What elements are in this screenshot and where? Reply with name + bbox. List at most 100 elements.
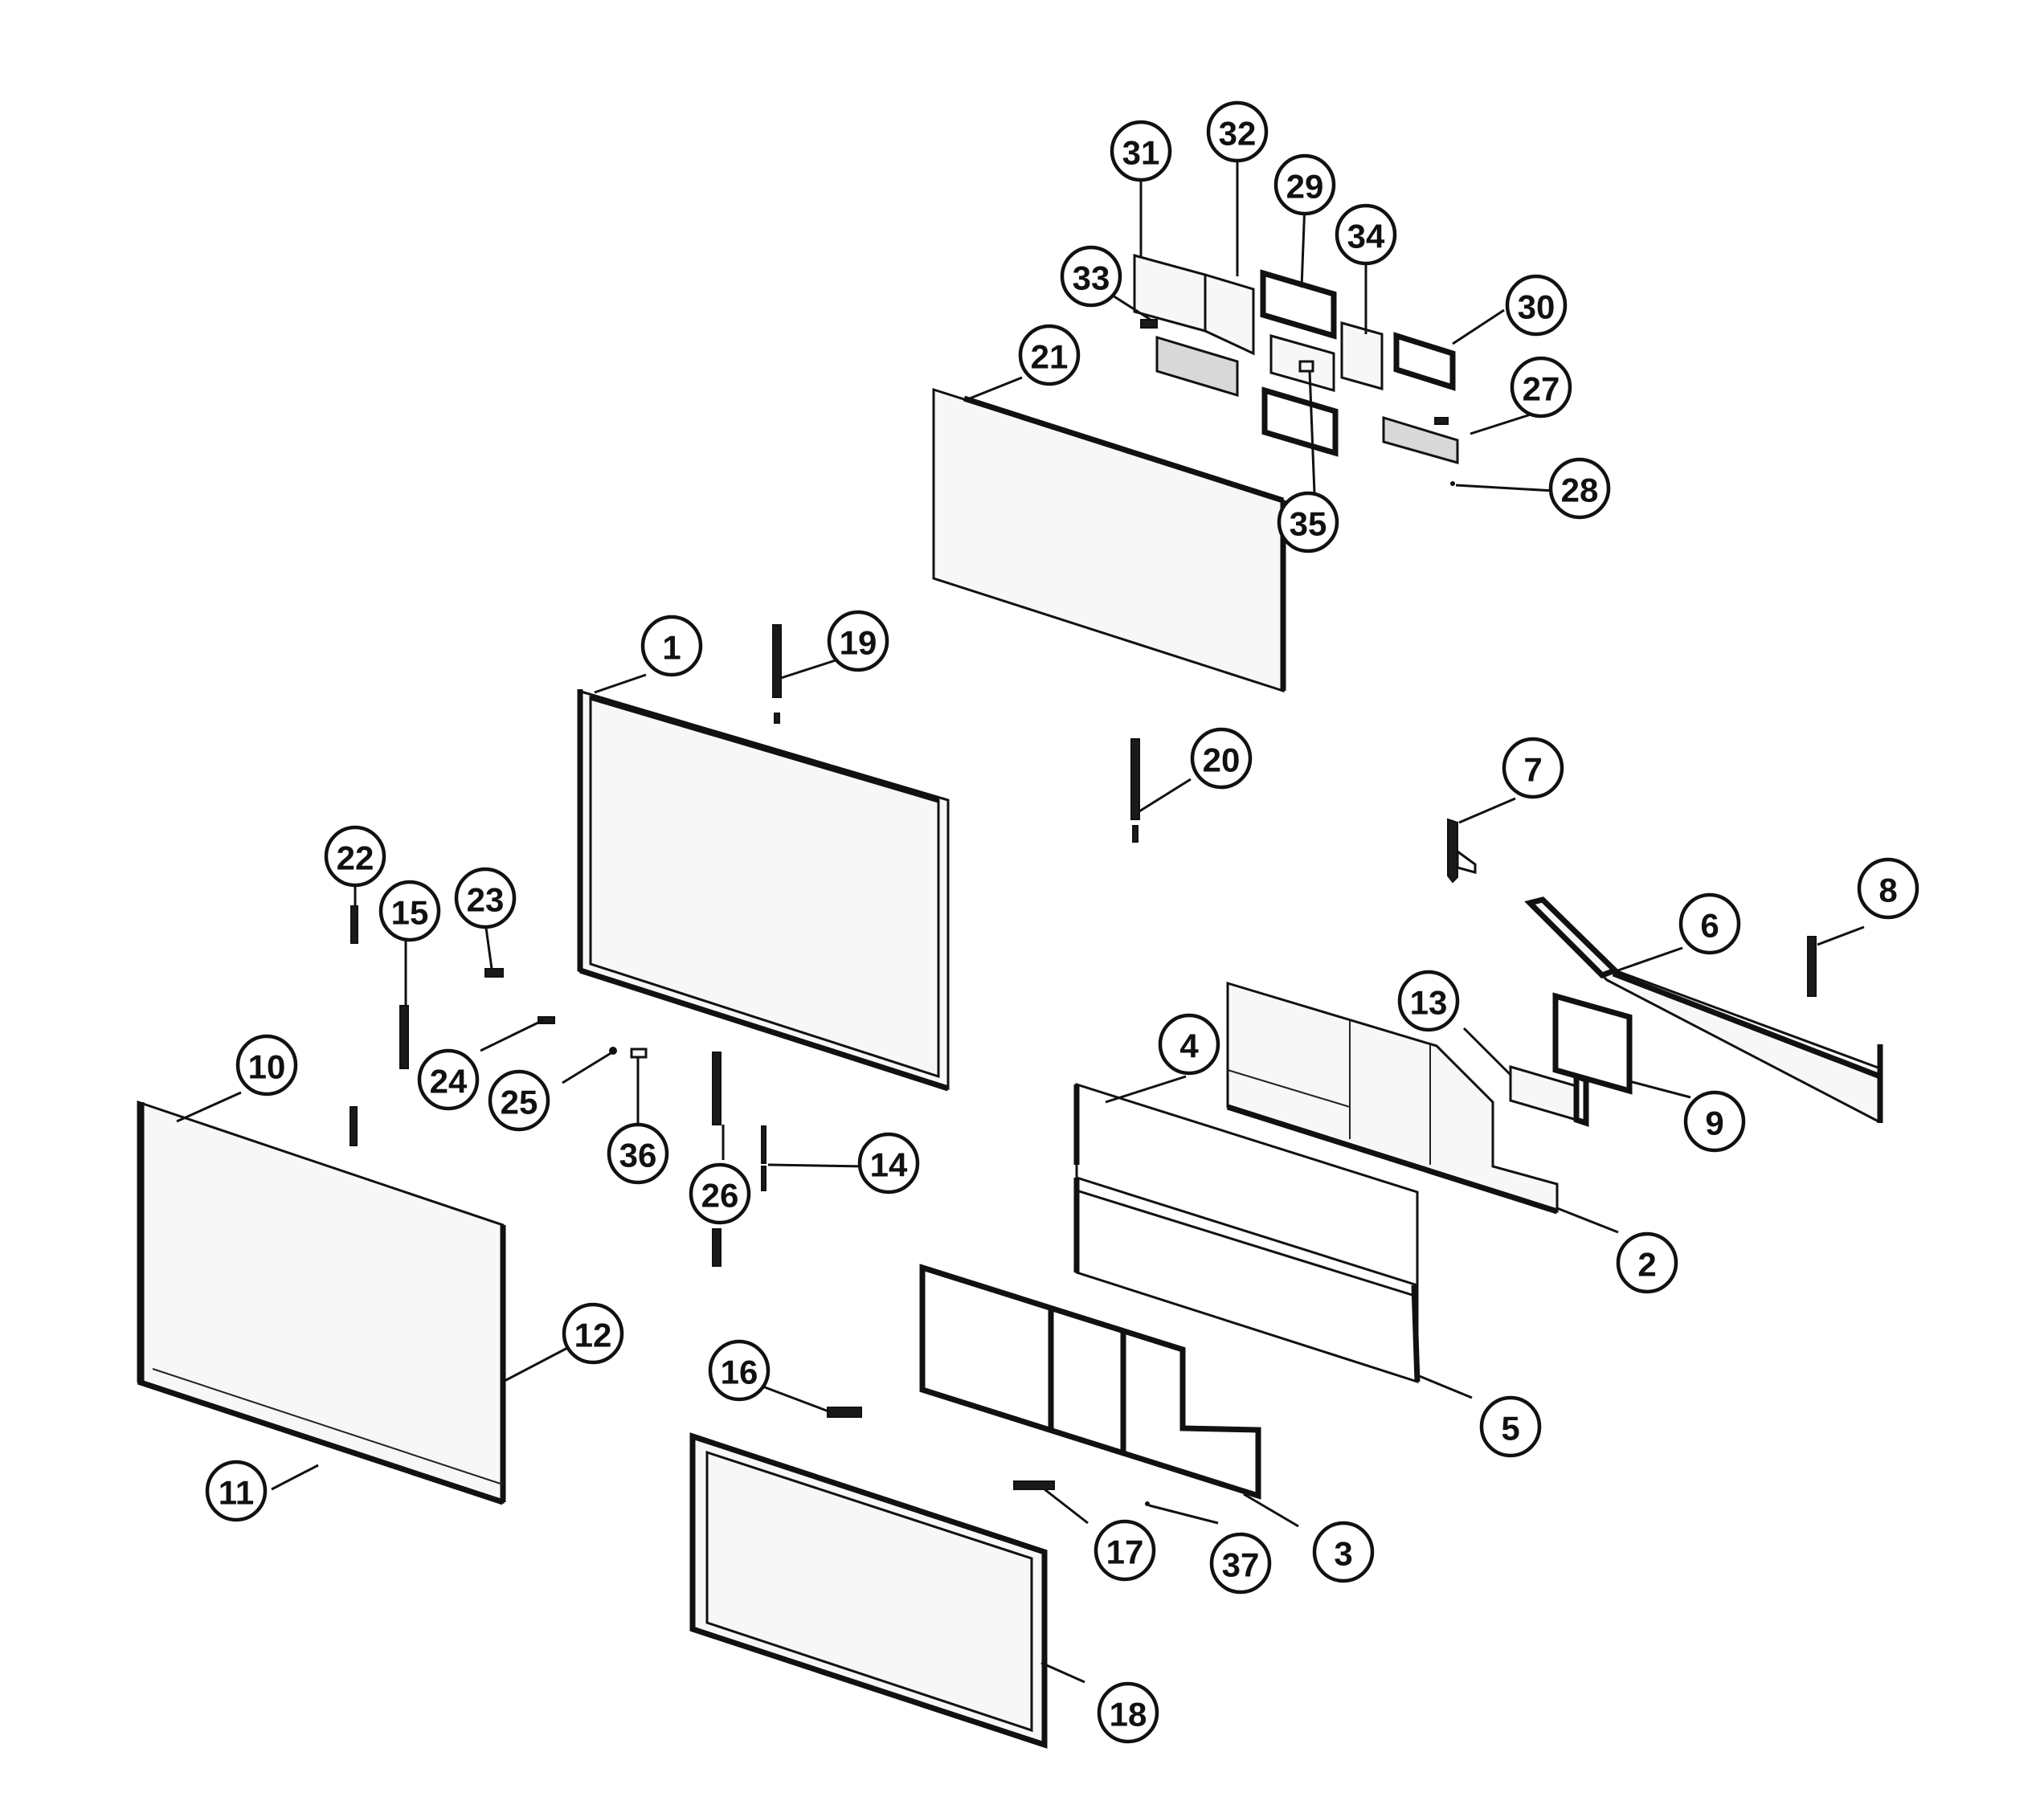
part-36-bracket bbox=[630, 1048, 648, 1059]
svg-text:34: 34 bbox=[1347, 218, 1385, 255]
part-13-board bbox=[1509, 1064, 1589, 1127]
callout-8: 8 bbox=[1857, 857, 1919, 920]
svg-text:7: 7 bbox=[1523, 751, 1542, 789]
part-37-screw bbox=[1145, 1501, 1150, 1506]
part-27-board bbox=[1382, 415, 1459, 464]
svg-text:16: 16 bbox=[721, 1354, 758, 1391]
callout-7: 7 bbox=[1502, 737, 1564, 799]
part-20-strip bbox=[1130, 738, 1140, 843]
part-30-frame bbox=[1393, 332, 1456, 391]
callout-3: 3 bbox=[1312, 1521, 1375, 1583]
part-19-strip bbox=[772, 624, 782, 724]
svg-text:37: 37 bbox=[1222, 1546, 1260, 1584]
callout-13: 13 bbox=[1397, 970, 1460, 1032]
part-35-board bbox=[1269, 334, 1335, 392]
callout-6: 6 bbox=[1678, 892, 1741, 955]
svg-text:12: 12 bbox=[574, 1317, 612, 1354]
callout-4: 4 bbox=[1158, 1013, 1220, 1076]
part-24-cable bbox=[538, 1016, 555, 1024]
callout-24: 24 bbox=[417, 1048, 480, 1111]
part-17-clip bbox=[1013, 1480, 1055, 1490]
svg-text:17: 17 bbox=[1106, 1534, 1144, 1571]
callout-32: 32 bbox=[1206, 100, 1269, 163]
callout-33: 33 bbox=[1060, 245, 1122, 308]
svg-text:32: 32 bbox=[1219, 115, 1257, 153]
callout-34: 34 bbox=[1335, 203, 1397, 266]
callout-36: 36 bbox=[607, 1122, 669, 1185]
callout-25: 25 bbox=[488, 1069, 550, 1132]
svg-text:13: 13 bbox=[1410, 984, 1448, 1022]
callout-17: 17 bbox=[1094, 1519, 1156, 1582]
callout-1: 1 bbox=[640, 615, 703, 677]
callout-22: 22 bbox=[324, 825, 386, 888]
part-frame-lower bbox=[1261, 386, 1339, 457]
callout-14: 14 bbox=[857, 1132, 920, 1195]
part-23-clip bbox=[484, 968, 504, 978]
svg-text:10: 10 bbox=[248, 1048, 286, 1086]
svg-text:26: 26 bbox=[701, 1177, 739, 1215]
svg-text:21: 21 bbox=[1031, 338, 1069, 376]
part-29-frame bbox=[1260, 269, 1337, 340]
part-9-frame bbox=[1552, 992, 1633, 1095]
svg-text:14: 14 bbox=[870, 1146, 908, 1184]
svg-text:6: 6 bbox=[1700, 907, 1719, 945]
svg-text:1: 1 bbox=[662, 629, 681, 667]
part-3-inner-frame bbox=[919, 1264, 1261, 1500]
part-15-strip bbox=[399, 1005, 409, 1069]
callout-27: 27 bbox=[1510, 356, 1572, 419]
part-8-strip bbox=[1807, 936, 1817, 997]
svg-text:30: 30 bbox=[1518, 288, 1555, 326]
part-2-back-cover bbox=[1226, 981, 1559, 1215]
part-10-front-panel bbox=[137, 1100, 506, 1505]
svg-text:24: 24 bbox=[430, 1063, 468, 1101]
svg-text:9: 9 bbox=[1705, 1105, 1723, 1142]
callout-35: 35 bbox=[1277, 491, 1339, 553]
part-22-strip bbox=[350, 905, 358, 944]
svg-text:15: 15 bbox=[391, 894, 429, 932]
callout-20: 20 bbox=[1190, 727, 1253, 790]
callout-28: 28 bbox=[1548, 457, 1611, 520]
svg-text:31: 31 bbox=[1122, 134, 1160, 172]
svg-text:22: 22 bbox=[337, 839, 374, 877]
callout-37: 37 bbox=[1209, 1532, 1272, 1595]
callout-26: 26 bbox=[689, 1162, 751, 1225]
svg-text:27: 27 bbox=[1523, 370, 1560, 408]
svg-text:11: 11 bbox=[219, 1474, 254, 1512]
part-32-board bbox=[1204, 272, 1255, 356]
svg-text:4: 4 bbox=[1179, 1027, 1199, 1065]
svg-text:28: 28 bbox=[1561, 472, 1599, 509]
part-18-bezel bbox=[689, 1432, 1048, 1749]
svg-text:3: 3 bbox=[1334, 1535, 1352, 1573]
part-strip-left-lower bbox=[350, 1106, 358, 1146]
svg-text:19: 19 bbox=[840, 624, 877, 662]
callout-12: 12 bbox=[562, 1302, 624, 1365]
callout-18: 18 bbox=[1097, 1681, 1159, 1744]
callout-31: 31 bbox=[1110, 120, 1172, 182]
part-5-chassis bbox=[1073, 1175, 1421, 1384]
callout-30: 30 bbox=[1505, 274, 1568, 337]
callout-15: 15 bbox=[378, 880, 441, 942]
part-14-strip bbox=[761, 1125, 766, 1191]
part-34-board bbox=[1340, 321, 1384, 390]
callout-16: 16 bbox=[708, 1339, 771, 1402]
leader-lines bbox=[176, 149, 1865, 1684]
part-26-strip bbox=[712, 1052, 722, 1267]
callout-10: 10 bbox=[235, 1034, 298, 1097]
svg-text:2: 2 bbox=[1637, 1246, 1656, 1284]
part-16-clip bbox=[827, 1407, 862, 1418]
part-21-rear-panel bbox=[932, 387, 1286, 693]
part-28-screw bbox=[1450, 481, 1455, 486]
callout-29: 29 bbox=[1273, 153, 1336, 216]
svg-text:23: 23 bbox=[467, 881, 505, 919]
callout-11: 11 bbox=[205, 1460, 268, 1522]
svg-text:8: 8 bbox=[1878, 872, 1897, 909]
svg-text:5: 5 bbox=[1501, 1410, 1519, 1448]
callout-9: 9 bbox=[1683, 1090, 1746, 1153]
svg-text:36: 36 bbox=[619, 1137, 657, 1174]
callout-2: 2 bbox=[1616, 1231, 1678, 1294]
part-6-stand-bar bbox=[1524, 896, 1883, 1123]
svg-text:25: 25 bbox=[501, 1084, 538, 1121]
svg-text:35: 35 bbox=[1290, 505, 1327, 543]
callout-5: 5 bbox=[1479, 1395, 1542, 1458]
